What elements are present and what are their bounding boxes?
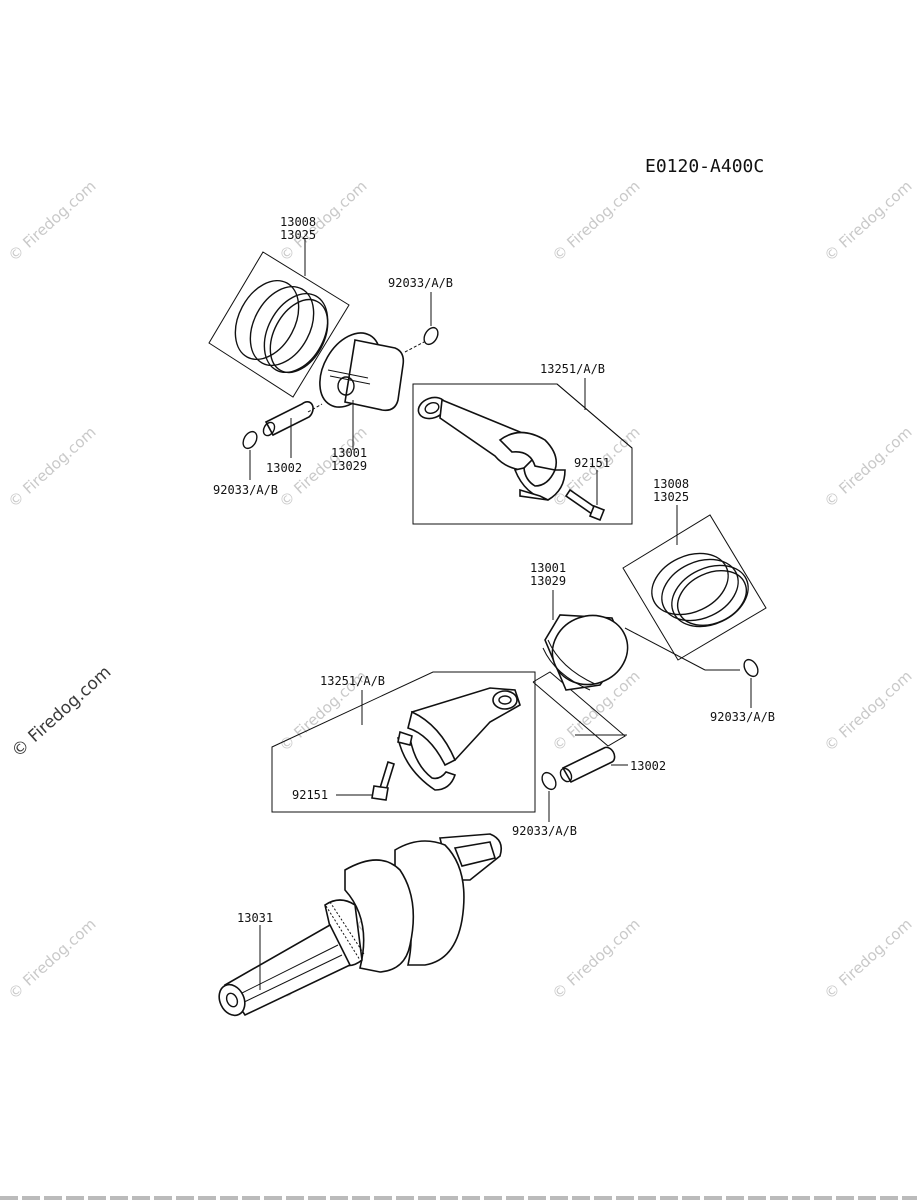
watermark-prominent: © Firedog.com: [8, 662, 115, 761]
label-piston-pin-upper: 13002: [266, 461, 302, 475]
watermark: © Firedog.com: [549, 177, 644, 265]
watermark: © Firedog.com: [821, 667, 916, 755]
snap-ring-lower: [541, 771, 557, 791]
label-connecting-rod-lower: 13251/A/B: [320, 674, 385, 688]
watermark: © Firedog.com: [821, 177, 916, 265]
label-piston-upper-a: 13001: [331, 446, 367, 460]
label-bolt-lower: 92151: [292, 788, 328, 802]
label-bolt-upper: 92151: [574, 456, 610, 470]
crankshaft: [218, 833, 503, 1017]
label-snap-ring-lower: 92033/A/B: [512, 824, 577, 838]
bolt-lower: [371, 760, 395, 801]
label-snap-ring-right: 92033/A/B: [710, 710, 775, 724]
piston-pin-upper: [262, 401, 314, 437]
snap-ring-right: [743, 658, 759, 678]
label-ring-set-upper-a: 13008: [280, 215, 316, 229]
watermark: © Firedog.com: [5, 423, 100, 511]
diagram-code: E0120-A400C: [645, 156, 764, 177]
watermark: © Firedog.com: [821, 915, 916, 1003]
label-piston-upper-b: 13029: [331, 459, 367, 473]
piston-ring-set-upper: [208, 251, 350, 398]
label-ring-set-right-a: 13008: [653, 477, 689, 491]
label-piston-middle-b: 13029: [530, 574, 566, 588]
label-snap-ring-upper-right: 92033/A/B: [388, 276, 453, 290]
label-crankshaft: 13031: [237, 911, 273, 925]
snap-ring-upper-right: [423, 326, 439, 346]
connecting-rod-lower: [271, 671, 536, 813]
bolt-upper: [564, 488, 606, 522]
watermark: © Firedog.com: [821, 423, 916, 511]
label-piston-middle-a: 13001: [530, 561, 566, 575]
watermark: © Firedog.com: [549, 915, 644, 1003]
piston-ring-set-right: [622, 514, 767, 661]
piston-middle: [532, 614, 740, 747]
watermark: © Firedog.com: [5, 915, 100, 1003]
piston-upper: [319, 332, 405, 412]
label-connecting-rod-upper: 13251/A/B: [540, 362, 605, 376]
bottom-strip: [0, 1196, 917, 1200]
connecting-rod-upper: [412, 383, 633, 525]
watermark: © Firedog.com: [5, 177, 100, 265]
label-ring-set-upper-b: 13025: [280, 228, 316, 242]
label-ring-set-right-b: 13025: [653, 490, 689, 504]
label-snap-ring-upper-left: 92033/A/B: [213, 483, 278, 497]
label-piston-pin-lower: 13002: [630, 759, 666, 773]
piston-pin-lower: [559, 746, 616, 784]
snap-ring-upper-left: [242, 430, 258, 450]
